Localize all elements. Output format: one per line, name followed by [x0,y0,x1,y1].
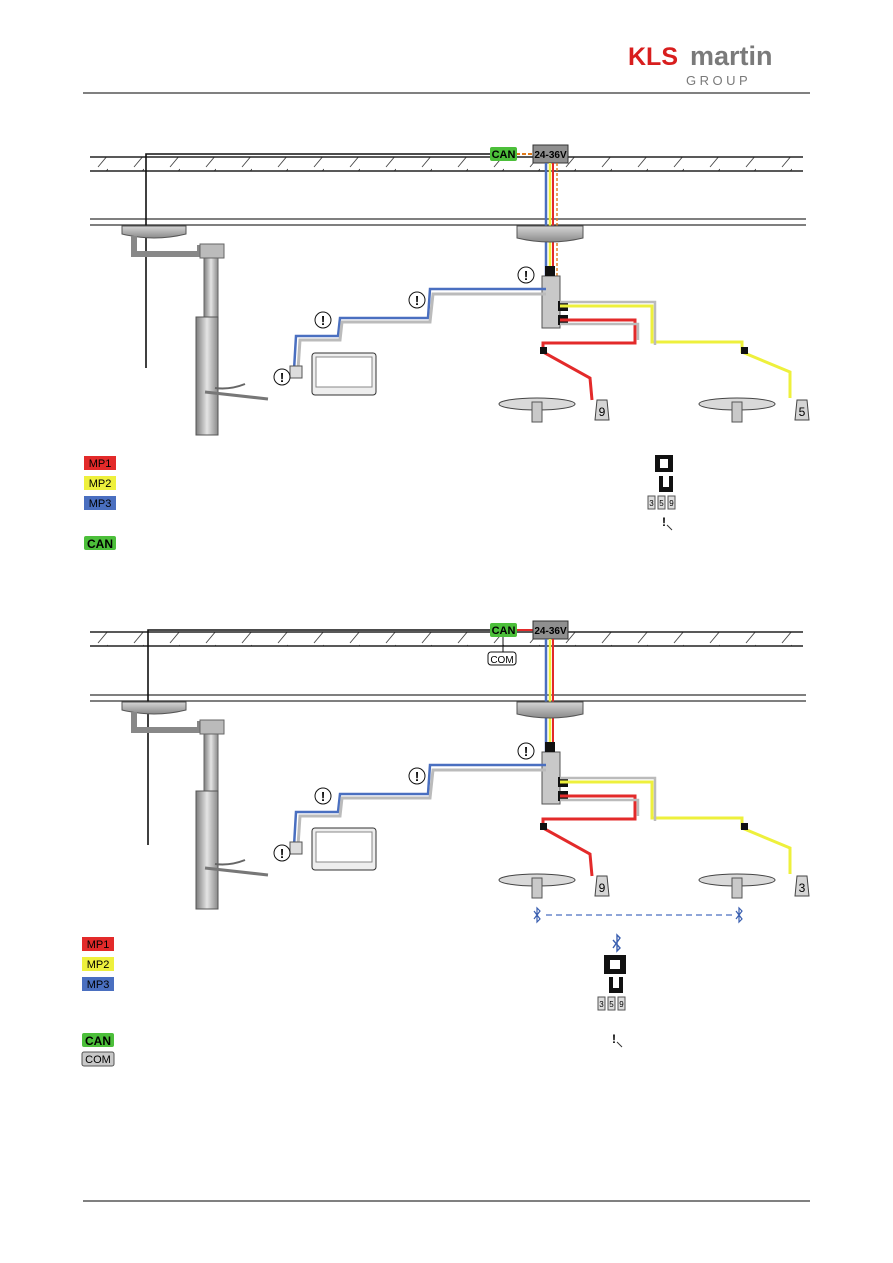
company-logo: KLS martin GROUP [628,41,773,88]
warning-icon: ! [612,1032,623,1048]
diagram-1: CAN 24-36V [90,144,810,436]
warning-icon: ! [273,844,291,862]
svg-text:!: ! [662,515,666,529]
svg-text:9: 9 [599,881,606,895]
legend-com: COM [85,1054,111,1066]
warning-icon: ! [517,266,535,284]
svg-text:!: ! [321,313,325,328]
legend-mp2-swatch [82,957,114,971]
connector-u-icon [659,476,673,492]
warning-icon: ! [517,742,535,760]
legend-can-swatch [82,1033,114,1047]
com-tag-label: COM [490,655,513,666]
can-cable [145,153,492,368]
connector-c [545,742,555,752]
svg-text:!: ! [524,268,528,283]
legend-mp3: MP3 [89,498,112,510]
can-tag-label: CAN [492,149,516,161]
svg-text:!: ! [524,744,528,759]
ceiling-slab [90,156,806,226]
carrier-hub [121,225,187,239]
legend-mp1-swatch [82,937,114,951]
handle-right: 5 [794,399,810,421]
carrier-arm [199,243,225,259]
warning-icon: ! [662,515,673,531]
warning-icon: ! [314,311,332,329]
svg-text:9: 9 [619,1000,624,1009]
bluetooth-link [533,906,743,924]
svg-text:5: 5 [659,499,664,508]
svg-text:9: 9 [599,405,606,419]
bluetooth-icon [735,906,743,924]
battery-icons: 3 5 9 [597,996,626,1011]
bluetooth-icon [612,933,621,953]
can-cable [147,629,491,845]
legend-mp3-swatch [82,977,114,991]
carrier-hub [121,701,187,715]
svg-text:3: 3 [799,881,806,895]
ceiling-slab [90,631,806,702]
supply-column [195,790,219,910]
svg-text:!: ! [612,1032,616,1046]
legend-can: CAN [85,1034,111,1048]
legend-mp3: MP3 [87,979,110,991]
logo-martin: martin [690,41,773,71]
legend-mp1-swatch [84,456,116,470]
legend-2: MP1 MP2 MP3 CAN COM 3 5 9 ! [81,933,626,1067]
central-axis [541,275,561,329]
legend-mp2: MP2 [87,959,110,971]
light-head-left [498,397,576,423]
handle-left: 9 [594,399,610,421]
can-tag [490,623,517,637]
legend-mp1: MP1 [89,458,112,470]
handle-left: 9 [594,875,610,897]
can-tag-label: CAN [492,625,516,637]
connector-c [545,266,555,276]
carrier-arm [199,719,225,735]
ceiling-hub [516,225,584,243]
svg-text:3: 3 [649,499,654,508]
legend-mp1: MP1 [87,939,110,951]
warning-icon: ! [408,767,426,785]
diagram-2: CAN COM 24-36V [90,620,810,924]
legend-mp3-swatch [84,496,116,510]
legend-can: CAN [87,537,113,551]
light-head-left [498,873,576,899]
power-supply-label: 24-36V [534,150,567,161]
connector-u-icon [609,977,623,993]
light-head-right [698,397,776,423]
legend-mp2: MP2 [89,478,112,490]
battery-icons: 3 5 9 [647,495,676,510]
warning-icon: ! [408,291,426,309]
com-tag [487,651,517,666]
svg-text:!: ! [280,370,284,385]
logo-group: GROUP [686,73,751,88]
legend-can-swatch [84,536,116,550]
ceiling-hub [516,701,584,719]
power-supply-label: 24-36V [534,626,567,637]
connector-c-icon [655,455,673,472]
legend-mp2-swatch [84,476,116,490]
handle-right: 3 [794,875,810,897]
bluetooth-icon [533,906,541,924]
svg-text:9: 9 [669,499,674,508]
logo-kls: KLS [628,43,678,71]
svg-text:!: ! [415,293,419,308]
svg-text:5: 5 [799,405,806,419]
svg-text:5: 5 [609,1000,614,1009]
light-head-right [698,873,776,899]
central-axis [541,751,561,805]
can-tag [490,147,517,161]
svg-text:3: 3 [599,1000,604,1009]
legend-com-swatch [81,1051,115,1067]
svg-text:!: ! [280,846,284,861]
supply-column [195,316,219,436]
svg-text:!: ! [415,769,419,784]
warning-icon: ! [273,368,291,386]
legend-1: MP1 MP2 MP3 CAN 3 5 9 ! [84,455,676,551]
connector-c-icon [604,955,626,974]
svg-text:!: ! [321,789,325,804]
warning-icon: ! [314,787,332,805]
